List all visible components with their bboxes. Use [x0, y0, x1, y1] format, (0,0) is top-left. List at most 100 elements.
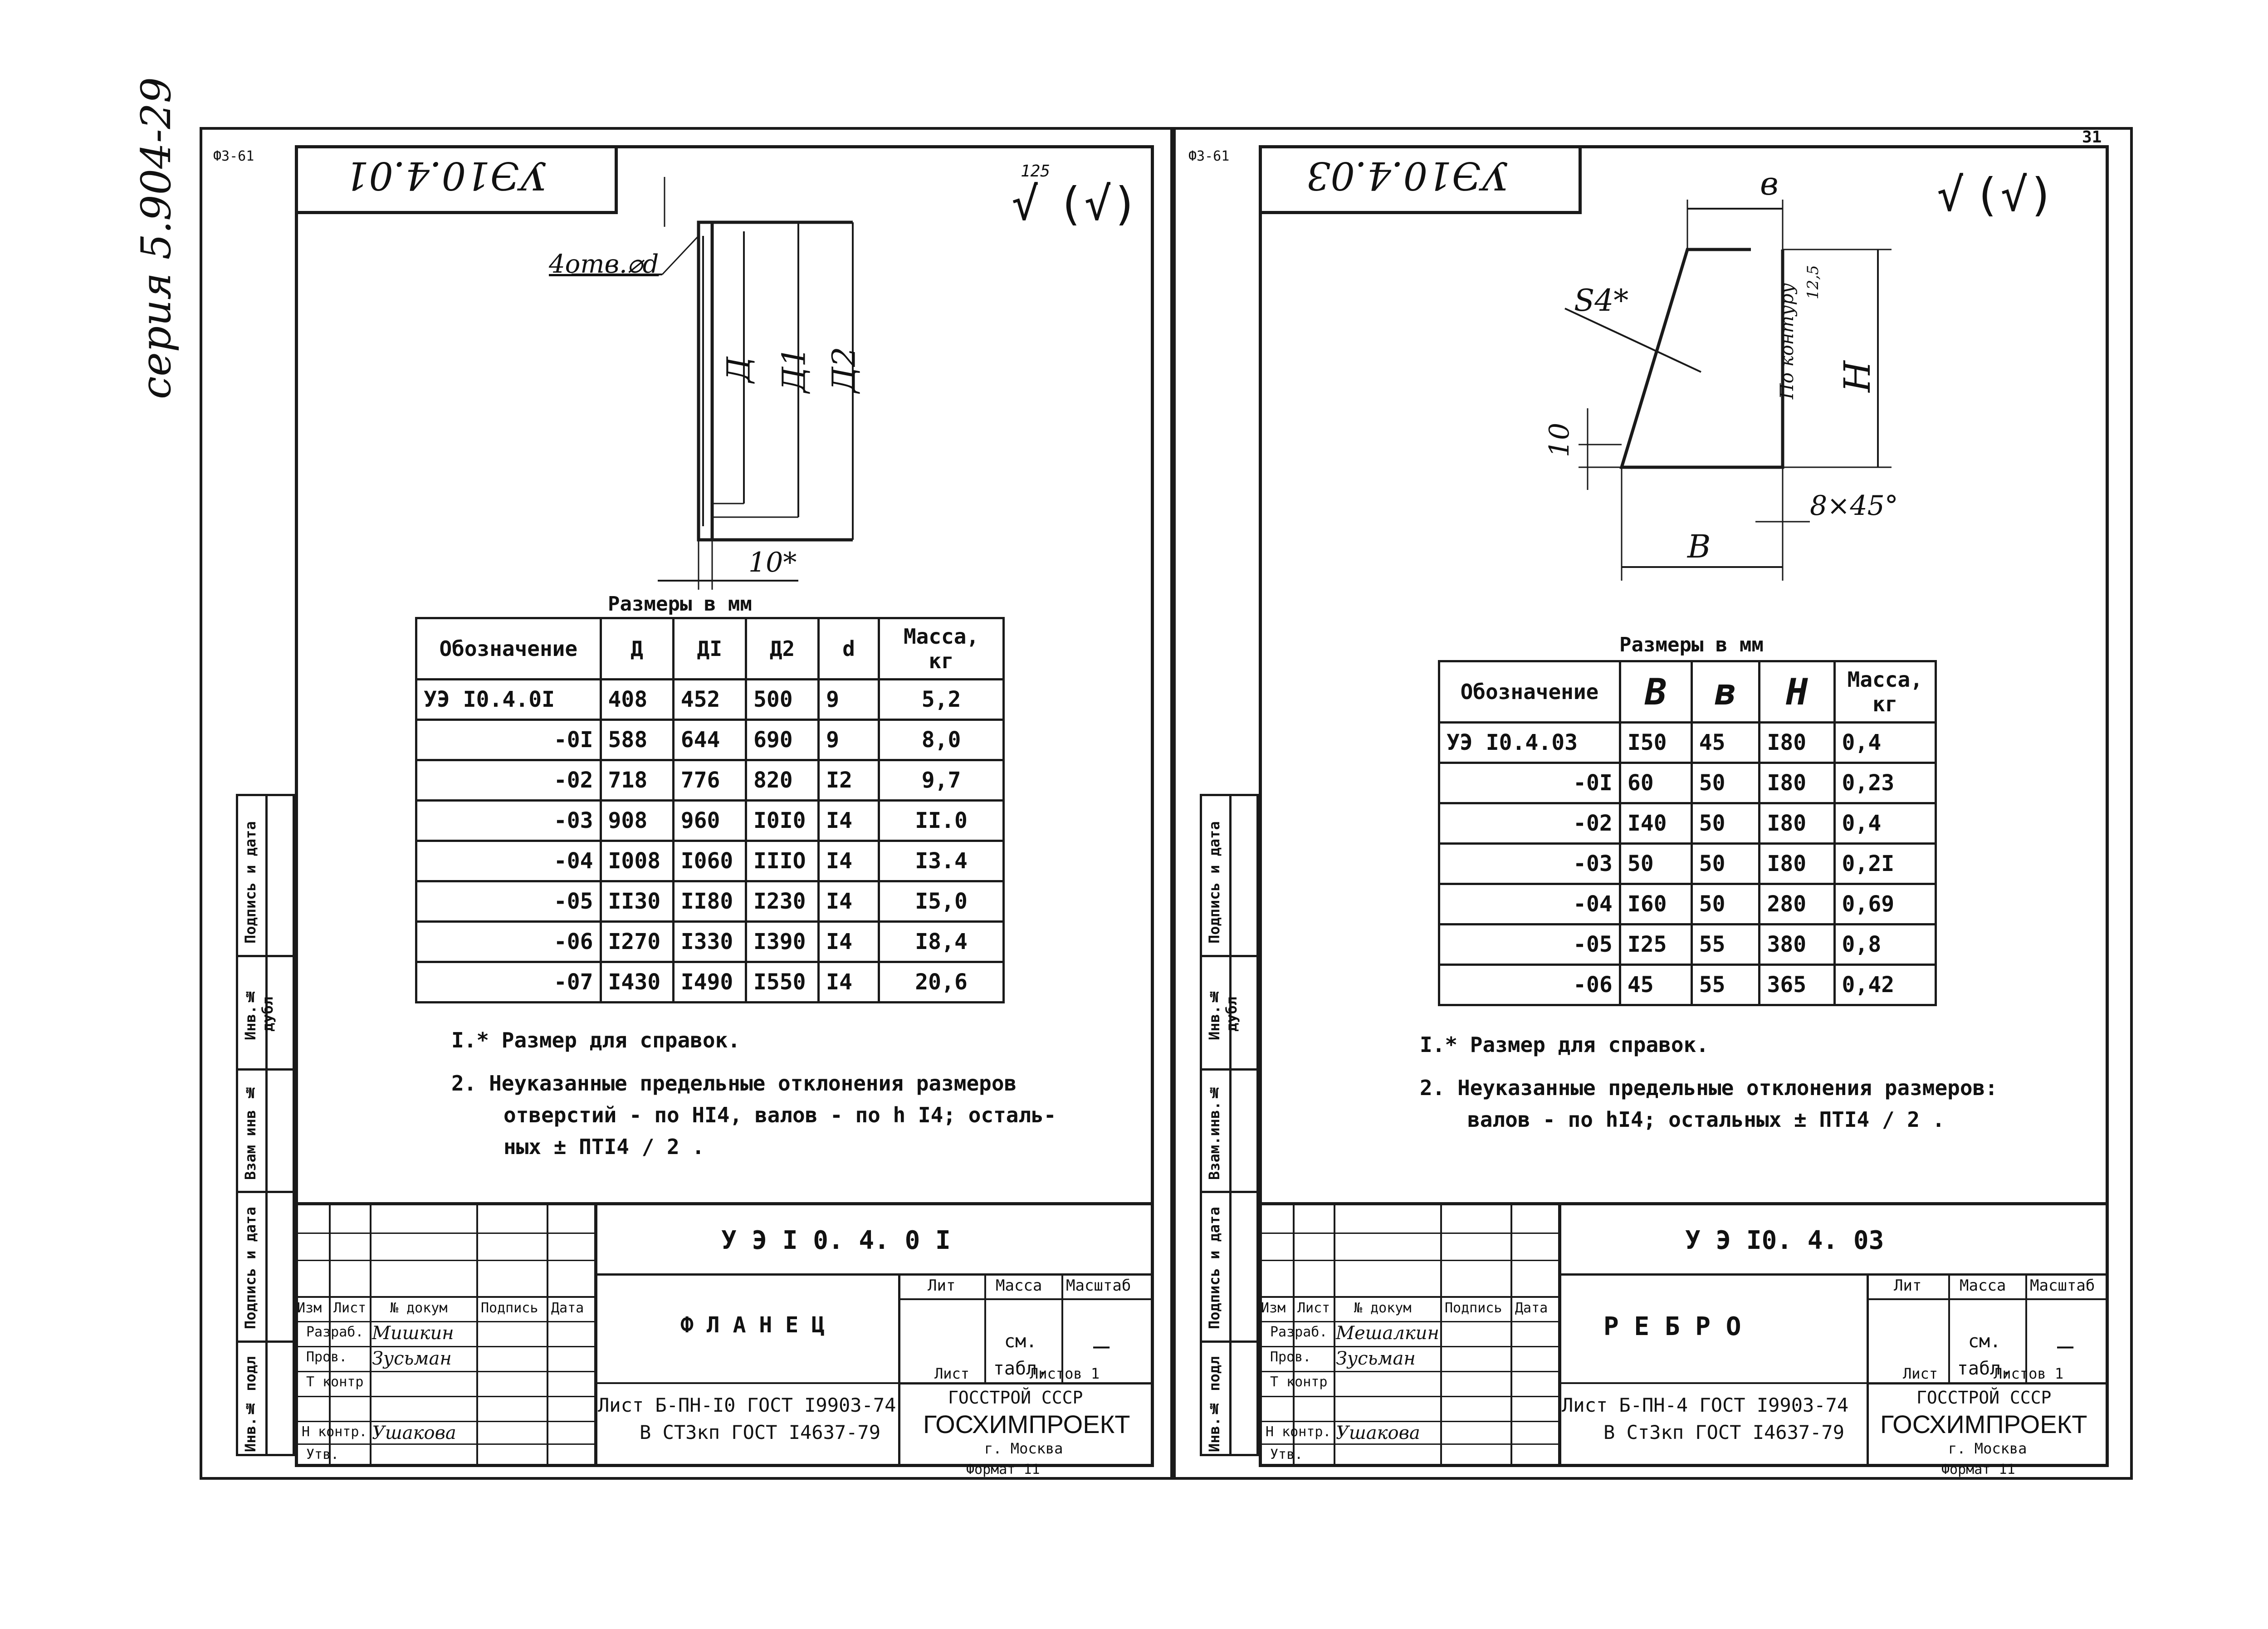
cell: I2 — [817, 759, 880, 802]
left-flange-section-drawing — [572, 177, 854, 590]
cell: I8,4 — [878, 920, 1005, 963]
cell: 45 — [1690, 721, 1761, 764]
right-sheet-label: Лист — [1903, 1365, 1938, 1382]
left-mass-value: см. табл. — [993, 1331, 1048, 1379]
cell: 9,7 — [878, 759, 1005, 802]
cell: I4 — [817, 880, 880, 923]
header-mass: Масса, кг — [1833, 660, 1937, 724]
side-label: Инв.№ подл — [1206, 1356, 1223, 1452]
cell: 718 — [599, 759, 675, 802]
cell: I25 — [1618, 923, 1693, 966]
right-top-code: УЭ10.4.03 — [1306, 153, 1509, 198]
cell: I80 — [1758, 721, 1836, 764]
stamp-role: Т контр — [1270, 1374, 1328, 1390]
left-spec-table: Обозначение Д ДI Д2 d Масса, кг УЭ I0.4.… — [415, 617, 1005, 1003]
cell: 0,23 — [1833, 762, 1937, 804]
cell: I490 — [672, 961, 747, 1003]
cell: -04 — [415, 840, 602, 882]
right-note-2-cont: валов - по hI4; остальных ± ΠTI4 / 2 . — [1467, 1107, 1945, 1132]
stamp-header: № докум — [390, 1300, 448, 1316]
stamp-person: Ушакова — [372, 1423, 456, 1443]
left-sheet — [200, 127, 1176, 1480]
cell: I390 — [744, 920, 820, 963]
right-scale: Масштаб — [2030, 1277, 2095, 1295]
stamp-person: Мешалкин — [1336, 1323, 1439, 1344]
right-dim-H: H — [1836, 361, 1878, 392]
stamp-person: Зусьман — [372, 1348, 452, 1369]
cell: УЭ I0.4.0I — [415, 678, 602, 721]
left-format: Формат 11 — [966, 1462, 1040, 1477]
cell: УЭ I0.4.03 — [1438, 721, 1621, 764]
left-org-3: г. Москва — [984, 1440, 1063, 1457]
left-material-2: В СТ3кп ГОСТ I4637-79 — [640, 1421, 881, 1443]
cell: 960 — [672, 799, 747, 842]
stamp-role: Н контр. — [302, 1424, 367, 1440]
cell: I4 — [817, 840, 880, 882]
cell: 820 — [744, 759, 820, 802]
cell: 50 — [1690, 842, 1761, 885]
cell: I550 — [744, 961, 820, 1003]
cell: -02 — [1438, 802, 1621, 845]
right-table-title: Размеры в мм — [1619, 633, 1764, 656]
cell: 280 — [1758, 883, 1836, 925]
cell: 0,69 — [1833, 883, 1937, 925]
left-lit: Лит — [928, 1277, 956, 1295]
cell: II30 — [599, 880, 675, 923]
header-d: d — [817, 617, 880, 680]
stamp-role: Разраб. — [306, 1324, 364, 1340]
cell: -03 — [1438, 842, 1621, 885]
cell: I80 — [1758, 842, 1836, 885]
left-note-2-tol: ных ± ΠTI4 / 2 . — [503, 1135, 705, 1159]
cell: I4 — [817, 799, 880, 842]
cell: 8,0 — [878, 719, 1005, 761]
cell: I60 — [1618, 883, 1693, 925]
cell: -02 — [415, 759, 602, 802]
cell: 60 — [1618, 762, 1693, 804]
left-roughness-value: 125 — [1021, 162, 1051, 181]
stamp-header: № докум — [1354, 1300, 1412, 1316]
left-dim-thickness: 10* — [748, 547, 797, 578]
stamp-header: Дата — [1515, 1300, 1548, 1316]
right-roughness-check-icon: √ — [1937, 168, 1965, 221]
right-material-1: Лист Б-ПН-4 ГОСТ I9903-74 — [1562, 1394, 1849, 1416]
right-mass-value: см. табл. — [1957, 1331, 2012, 1379]
right-roughness-paren: (√) — [1973, 168, 2055, 221]
header-b: в — [1690, 660, 1761, 724]
cell: 5,2 — [878, 678, 1005, 721]
cell: 380 — [1758, 923, 1836, 966]
right-inner-frame — [1259, 145, 2109, 1467]
cell: 9 — [817, 678, 880, 721]
stamp-role: Пров. — [1270, 1349, 1311, 1365]
stamp-header: Дата — [551, 1300, 584, 1316]
left-note-2-cont: отверстий - по HI4, валов - по h I4; ост… — [503, 1103, 1056, 1127]
cell: I230 — [744, 880, 820, 923]
table-header-row: Обозначение Д ДI Д2 d Масса, кг — [415, 617, 1005, 680]
cell: 408 — [599, 678, 675, 721]
cell: 0,4 — [1833, 721, 1937, 764]
left-dim-D2: Д2 — [825, 347, 863, 393]
cell: -0I — [415, 719, 602, 761]
cell: I80 — [1758, 802, 1836, 845]
cell: 908 — [599, 799, 675, 842]
right-dim-10: 10 — [1544, 422, 1576, 458]
left-note-2: 2. Неуказанные предельные отклонения раз… — [451, 1071, 1017, 1096]
right-doc-code: У Э I0. 4. 03 — [1685, 1226, 1884, 1255]
stamp-role: Утв. — [306, 1447, 339, 1463]
left-doc-code: У Э I 0. 4. 0 I — [721, 1226, 951, 1255]
right-part-name: Р Е Б Р О — [1603, 1312, 1741, 1341]
stamp-role: Н контр. — [1266, 1424, 1331, 1440]
cell: 644 — [672, 719, 747, 761]
right-code-box — [1261, 147, 1582, 214]
header-D: Д — [599, 617, 675, 680]
cell: I060 — [672, 840, 747, 882]
stamp-header: Лист — [1297, 1300, 1330, 1316]
cell: 776 — [672, 759, 747, 802]
header-D1: ДI — [672, 617, 747, 680]
